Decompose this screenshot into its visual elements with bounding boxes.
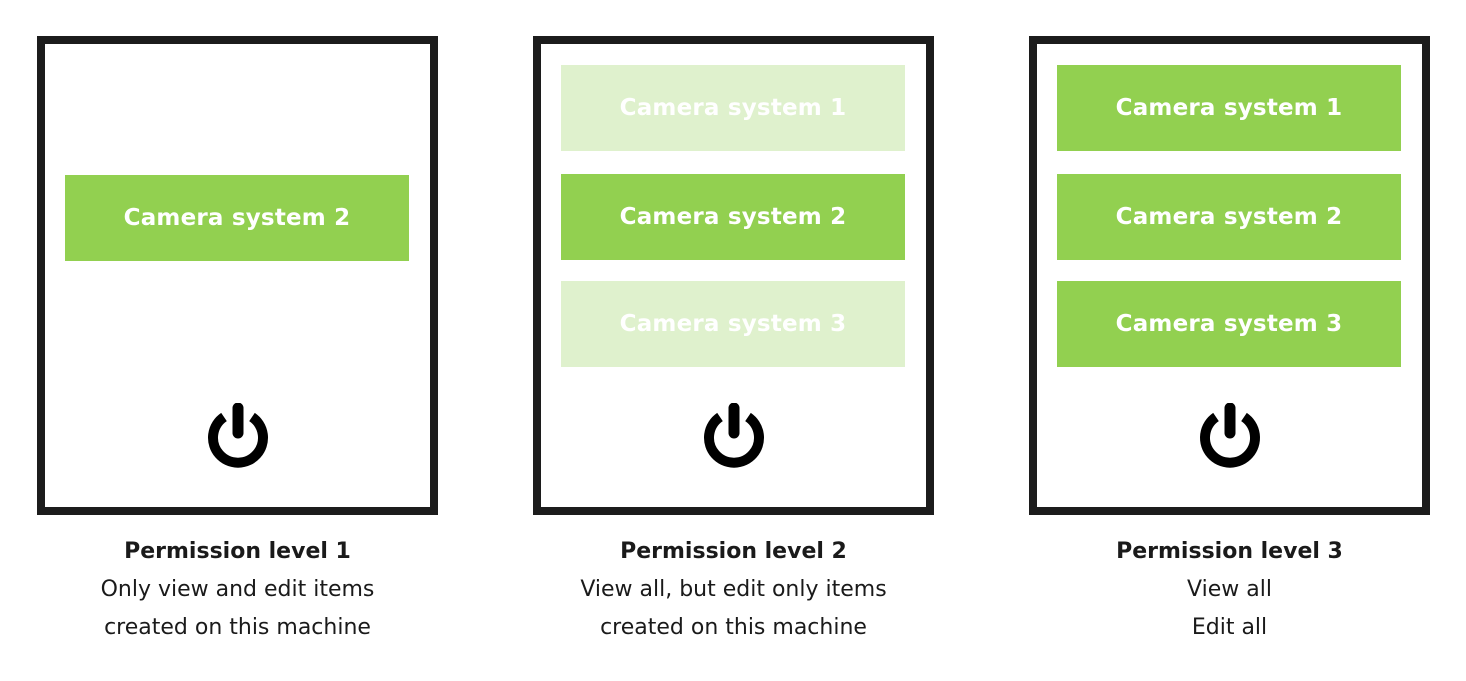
panel-permission-level-3: Camera system 1 Camera system 2 Camera s… (1029, 0, 1430, 681)
camera-system-3-button[interactable]: Camera system 3 (1057, 281, 1401, 367)
device-frame: Camera system 1 Camera system 2 Camera s… (533, 36, 934, 515)
caption-line: View all, but edit only items (580, 577, 887, 602)
caption: Permission level 3 View all Edit all (989, 533, 1466, 647)
caption: Permission level 2 View all, but edit on… (493, 533, 974, 647)
camera-system-2-button[interactable]: Camera system 2 (65, 175, 409, 261)
panel-permission-level-2: Camera system 1 Camera system 2 Camera s… (533, 0, 934, 681)
device-frame: Camera system 2 (37, 36, 438, 515)
caption-line: View all (1187, 577, 1272, 602)
camera-system-3-button: Camera system 3 (561, 281, 905, 367)
camera-system-2-button[interactable]: Camera system 2 (1057, 174, 1401, 260)
caption-line: Edit all (1191, 615, 1268, 640)
camera-system-1-button[interactable]: Camera system 1 (1057, 65, 1401, 151)
panel-permission-level-1: Camera system 2 Permission level 1 Only … (37, 0, 438, 681)
caption-line: Only view and edit items (100, 577, 375, 602)
caption-title: Permission level 2 (620, 539, 847, 564)
power-icon[interactable] (702, 403, 766, 471)
power-icon[interactable] (206, 403, 270, 471)
caption-line: created on this machine (104, 615, 371, 640)
power-icon[interactable] (1198, 403, 1262, 471)
camera-system-2-button[interactable]: Camera system 2 (561, 174, 905, 260)
caption-title: Permission level 1 (124, 539, 351, 564)
caption-title: Permission level 3 (1116, 539, 1343, 564)
caption: Permission level 1 Only view and edit it… (0, 533, 478, 647)
device-frame: Camera system 1 Camera system 2 Camera s… (1029, 36, 1430, 515)
camera-system-1-button: Camera system 1 (561, 65, 905, 151)
caption-line: created on this machine (600, 615, 867, 640)
